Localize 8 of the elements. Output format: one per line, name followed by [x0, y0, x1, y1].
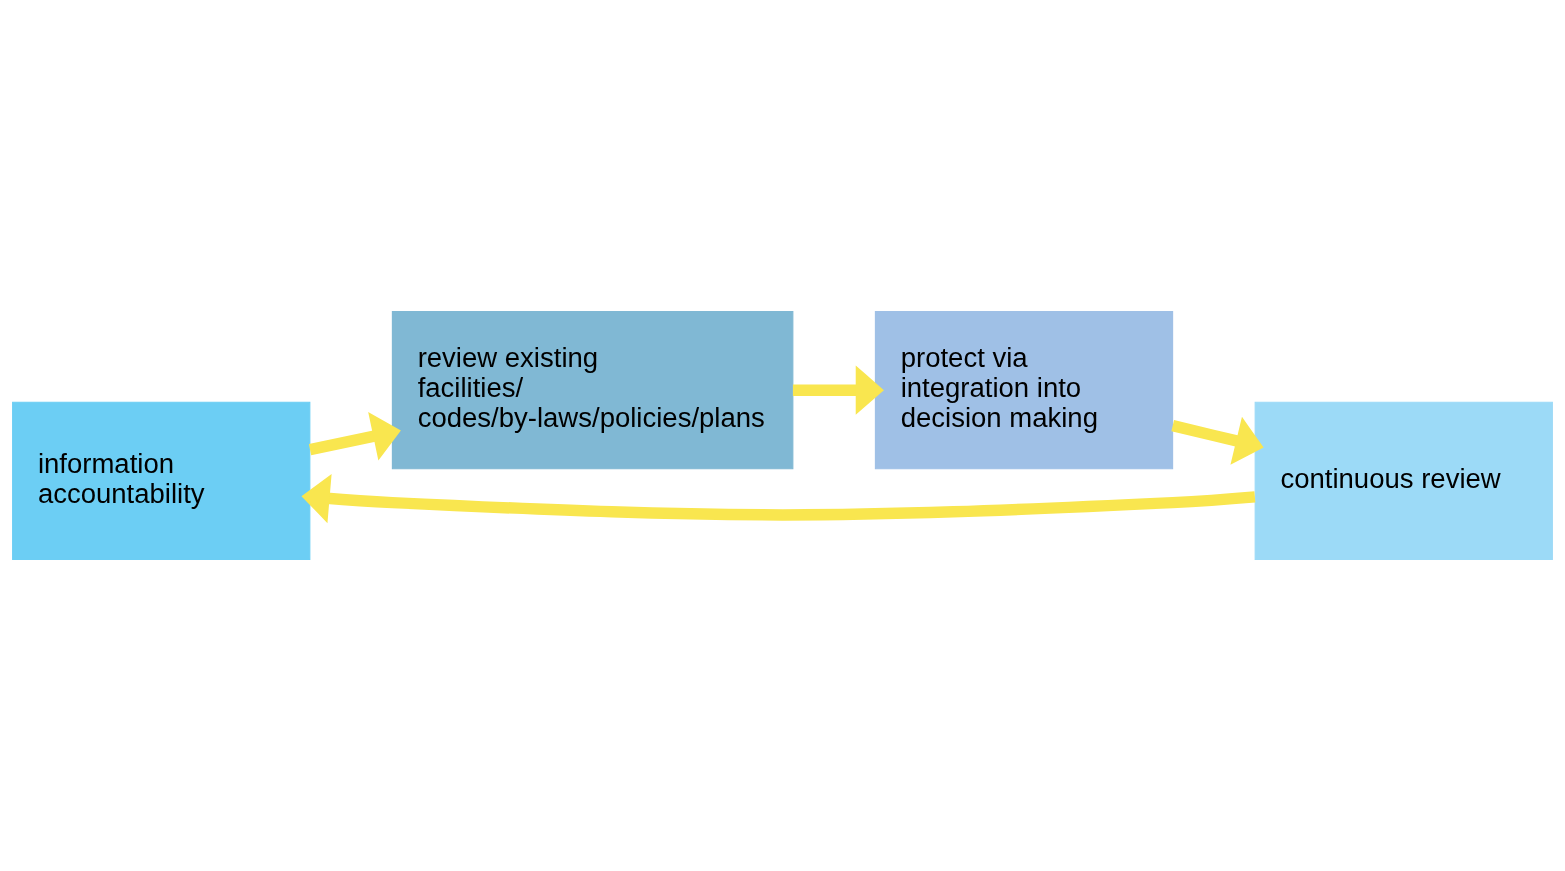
- arrow: [1171, 416, 1264, 465]
- arrow: [301, 473, 1256, 524]
- node-box: protect via integration into decision making: [874, 311, 1174, 470]
- node-box: review existing facilities/ codes/by-laws/policies/plans: [391, 311, 794, 470]
- arrow: [792, 365, 884, 415]
- node-box: continuous review: [1254, 401, 1553, 560]
- node-box: information accountability: [12, 401, 311, 560]
- arrow: [308, 412, 401, 461]
